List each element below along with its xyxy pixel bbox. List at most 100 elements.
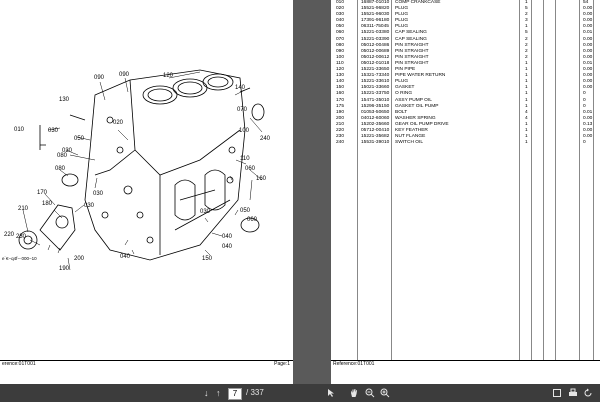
part-number-cell: 17391-96180	[361, 18, 390, 24]
part-qty-cell: 1	[525, 73, 528, 79]
part-description-cell: SWITCH OIL	[395, 140, 423, 146]
part-number-cell: 05012-00689	[361, 48, 390, 54]
col-divider	[357, 0, 358, 361]
part-qty-cell: 5	[525, 30, 528, 36]
part-qty-cell: 1	[525, 134, 528, 140]
fit-page-icon[interactable]	[552, 388, 562, 398]
part-description-cell: PLUG	[395, 24, 409, 30]
left-page: 090 090 120 140 020 130 010 030 050 030 …	[0, 0, 293, 384]
col-divider	[593, 0, 594, 361]
page-number-input[interactable]	[228, 388, 242, 400]
callout-040-a: 040	[222, 234, 233, 240]
part-price-cell: 0.00	[583, 85, 593, 91]
part-price-cell: 0.00	[583, 48, 593, 54]
part-description-cell: PIN STRAIGHT	[395, 54, 429, 60]
part-number-cell: 15531-39010	[361, 140, 390, 146]
part-ref-cell: 060	[336, 30, 345, 36]
part-qty-cell: 1	[525, 97, 528, 103]
callout-160: 160	[256, 176, 267, 182]
part-description-cell: GEAR OIL PUMP DRIVE	[395, 121, 449, 127]
part-number-cell: 15221-03390	[361, 36, 390, 42]
part-price-cell: 0.00	[583, 67, 593, 73]
part-description-cell: CAP SEALING	[395, 36, 427, 42]
part-number-cell: 05012-00486	[361, 42, 390, 48]
callout-180: 180	[42, 201, 53, 207]
part-price-cell: 0.00	[583, 24, 593, 30]
part-qty-cell: 4	[525, 115, 528, 121]
part-ref-cell: 020	[336, 6, 345, 12]
part-description-cell: CAP SEALING	[395, 30, 427, 36]
part-qty-cell: 1	[525, 103, 528, 109]
part-description-cell: GASKET	[395, 85, 415, 91]
part-description-cell: KEY FEATHER	[395, 127, 428, 133]
part-qty-cell: 3	[525, 18, 528, 24]
part-qty-cell: 1	[525, 79, 528, 85]
col-divider	[391, 0, 392, 361]
zoom-out-icon[interactable]	[365, 388, 375, 398]
part-qty-cell: 2	[525, 42, 528, 48]
part-qty-cell: 2	[525, 48, 528, 54]
page-number-label: Page:1	[274, 361, 290, 367]
part-description-cell: PIN PIPE	[395, 67, 416, 73]
callout-060-b: 060	[247, 217, 258, 223]
part-qty-cell: 1	[525, 67, 528, 73]
callout-030-d: 030	[84, 203, 95, 209]
part-number-cell: 15202-35660	[361, 121, 390, 127]
callout-020: 020	[113, 120, 124, 126]
part-number-cell: 15221-33750	[361, 91, 390, 97]
callout-030-e: 030	[200, 209, 211, 215]
part-price-cell: 0.13	[583, 121, 593, 127]
part-ref-cell: 150	[336, 85, 345, 91]
part-price-cell: 0	[583, 103, 586, 109]
zoom-in-icon[interactable]	[380, 388, 390, 398]
hand-icon[interactable]	[349, 388, 359, 398]
part-number-cell: 05012-01018	[361, 60, 390, 66]
part-ref-cell: 080	[336, 42, 345, 48]
part-ref-cell: 100	[336, 54, 345, 60]
part-price-cell: 0.00	[583, 73, 593, 79]
print-icon[interactable]	[568, 388, 578, 398]
part-number-cell: 05012-00612	[361, 54, 390, 60]
part-description-cell: PLUG	[395, 18, 409, 24]
prev-page-button[interactable]: ↑	[216, 388, 221, 398]
callout-040-b: 040	[120, 254, 131, 260]
part-qty-cell: 1	[525, 60, 528, 66]
rotate-icon[interactable]	[583, 388, 593, 398]
callout-090-b: 090	[119, 72, 130, 78]
pointer-icon[interactable]	[326, 388, 336, 398]
part-ref-cell: 240	[336, 140, 345, 146]
next-page-button[interactable]: ↓	[204, 388, 209, 398]
part-qty-cell: 2	[525, 12, 528, 18]
part-qty-cell: 5	[525, 6, 528, 12]
part-number-cell: 15221-03380	[361, 30, 390, 36]
part-ref-cell: 200	[336, 115, 345, 121]
callout-150: 150	[202, 256, 213, 262]
part-price-cell: 0.00	[583, 6, 593, 12]
part-qty-cell: 1	[525, 140, 528, 146]
col-divider	[531, 0, 532, 361]
col-divider	[579, 0, 580, 361]
pdf-toolbar: ↓ ↑ / 337	[0, 384, 600, 402]
callout-030-a: 030	[48, 128, 59, 134]
part-price-cell: 0.00	[583, 54, 593, 60]
callout-080-a: 080	[57, 153, 68, 159]
part-price-cell: 0	[583, 97, 586, 103]
part-price-cell: 54	[583, 0, 589, 5]
part-ref-cell: 090	[336, 48, 345, 54]
part-price-cell: 0.00	[583, 36, 593, 42]
part-description-cell: NUT FLANGE	[395, 134, 426, 140]
callout-010: 010	[14, 127, 25, 133]
